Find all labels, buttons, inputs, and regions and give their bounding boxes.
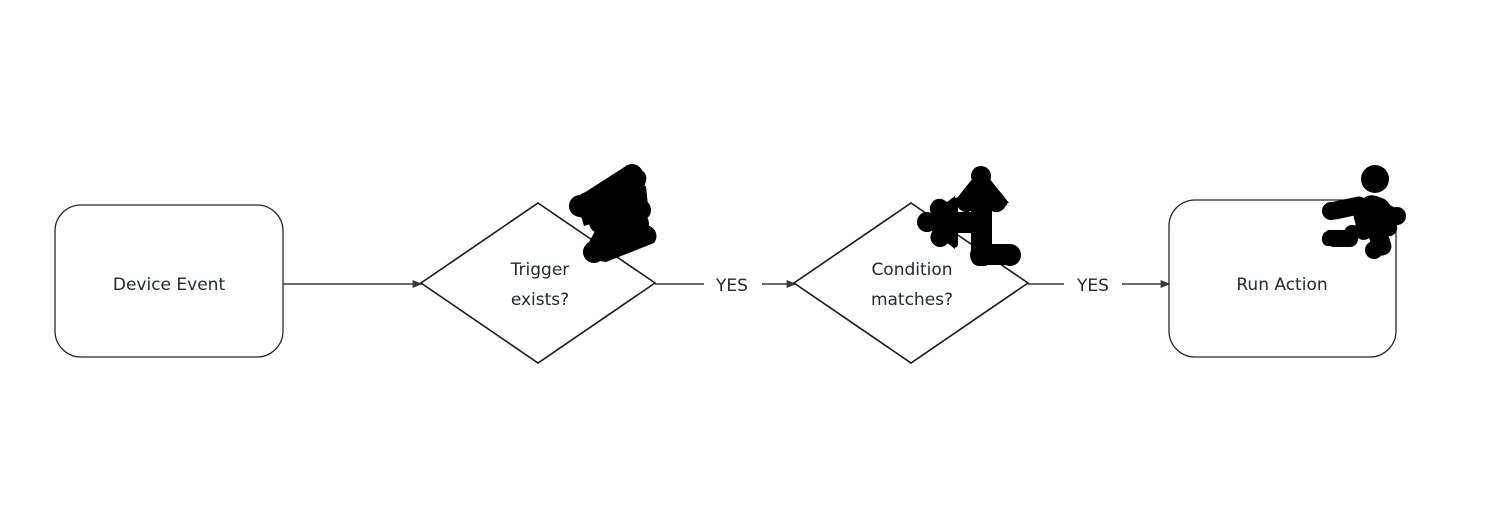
node-trigger-exists[interactable]: Trigger exists? xyxy=(419,164,657,364)
running-person-icon xyxy=(1321,165,1406,259)
condition-matches-shape[interactable] xyxy=(792,202,1030,364)
trigger-exists-label-line2: exists? xyxy=(511,290,569,310)
node-device-event[interactable]: Device Event xyxy=(54,204,284,358)
edge-condition-to-run-action: YES xyxy=(1028,276,1171,296)
branch-arrow-icon xyxy=(917,166,1021,266)
run-action-label: Run Action xyxy=(1236,275,1327,295)
lightning-bolt-icon xyxy=(569,164,657,263)
edge-2-label: YES xyxy=(715,276,748,296)
node-condition-matches[interactable]: Condition matches? xyxy=(792,166,1030,364)
edge-3-label: YES xyxy=(1076,276,1109,296)
edge-trigger-to-condition: YES xyxy=(655,276,797,296)
trigger-exists-label-line1: Trigger xyxy=(510,260,570,280)
node-run-action[interactable]: Run Action xyxy=(1168,165,1406,358)
device-event-shape[interactable] xyxy=(54,204,284,358)
condition-matches-label-line1: Condition xyxy=(871,260,952,280)
device-event-label: Device Event xyxy=(113,275,226,295)
condition-matches-label-line2: matches? xyxy=(871,290,953,310)
